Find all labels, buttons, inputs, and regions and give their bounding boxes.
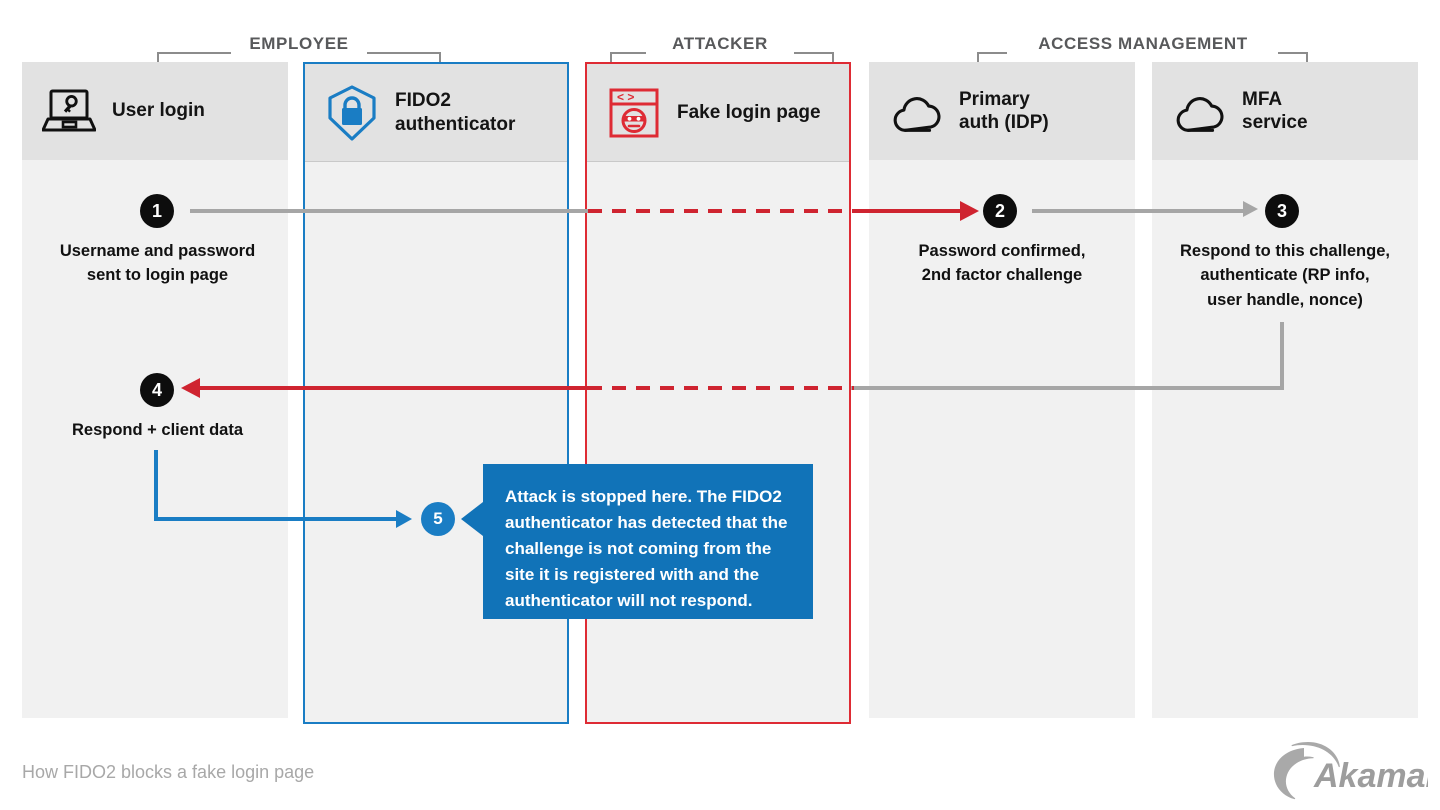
- column-header-fido2: FIDO2 authenticator: [305, 64, 567, 162]
- column-primary-auth: Primary auth (IDP): [869, 62, 1135, 718]
- browser-mask-icon: < >: [605, 84, 663, 142]
- flow-line-2-gray: [1032, 209, 1247, 213]
- callout-attack-stopped: Attack is stopped here. The FIDO2 authen…: [483, 464, 813, 619]
- bracket-line-access-right: [1278, 52, 1308, 54]
- column-fake-login-page: < > Fake login page: [585, 62, 851, 724]
- step-badge-5: 5: [421, 502, 455, 536]
- group-label-employee: EMPLOYEE: [249, 34, 349, 53]
- flow-line-5-horizontal-blue: [154, 517, 397, 521]
- flow-line-1-red: [853, 209, 965, 213]
- column-header-user-login: User login: [22, 62, 288, 160]
- bracket-tick-employee-left: [157, 52, 159, 65]
- column-title-primary-auth: Primary auth (IDP): [959, 88, 1049, 133]
- bracket-line-employee-left: [157, 52, 231, 54]
- column-title-mfa-service: MFA service: [1242, 88, 1308, 133]
- bracket-tick-attacker-right: [832, 52, 834, 65]
- bracket-line-access-left: [977, 52, 1007, 54]
- group-label-access-management: ACCESS MANAGEMENT: [1038, 34, 1248, 53]
- flow-line-4-red: [200, 386, 590, 390]
- column-title-fake-login: Fake login page: [677, 101, 821, 123]
- step-caption-3: Respond to this challenge, authenticate …: [1180, 242, 1390, 309]
- step-caption-2: Password confirmed, 2nd factor challenge: [918, 242, 1086, 285]
- flow-line-4-dashed-red: [588, 386, 854, 390]
- flow-line-1-gray: [190, 209, 588, 213]
- flow-line-1-dashed-red: [588, 209, 854, 213]
- svg-text:Akamai: Akamai: [1313, 757, 1428, 795]
- shield-lock-icon: [323, 84, 381, 142]
- akamai-logo: Akamai: [1268, 740, 1437, 807]
- bracket-tick-employee-right: [439, 52, 441, 65]
- bracket-tick-access-right: [1306, 52, 1308, 65]
- step-caption-4: Respond + client data: [72, 421, 243, 439]
- bracket-tick-attacker-left: [610, 52, 612, 65]
- step-badge-1: 1: [140, 194, 174, 228]
- flow-arrowhead-5-blue: [396, 510, 412, 528]
- flow-line-5-vertical-blue: [154, 450, 158, 521]
- step-badge-3: 3: [1265, 194, 1299, 228]
- column-fido2-authenticator: FIDO2 authenticator: [303, 62, 569, 724]
- column-title-user-login: User login: [112, 100, 205, 122]
- flow-arrowhead-2-gray: [1243, 201, 1258, 217]
- flow-line-3-vertical-gray: [1280, 322, 1284, 390]
- column-header-fake-login: < > Fake login page: [587, 64, 849, 162]
- flow-arrowhead-4-red: [181, 378, 200, 398]
- cloud-icon: [887, 82, 945, 140]
- step-caption-1: Username and password sent to login page: [59, 242, 256, 285]
- column-mfa-service: MFA service: [1152, 62, 1418, 718]
- callout-notch-icon: [461, 502, 483, 536]
- group-label-attacker: ATTACKER: [672, 34, 768, 53]
- bracket-tick-access-left: [977, 52, 979, 65]
- column-header-primary-auth: Primary auth (IDP): [869, 62, 1135, 160]
- bracket-line-attacker-left: [610, 52, 646, 54]
- svg-text:< >: < >: [617, 90, 634, 104]
- bracket-line-attacker-right: [794, 52, 834, 54]
- step-badge-2: 2: [983, 194, 1017, 228]
- footer-caption: How FIDO2 blocks a fake login page: [22, 762, 315, 782]
- flow-line-3-horizontal-gray: [851, 386, 1284, 390]
- bracket-line-employee-right: [367, 52, 441, 54]
- cloud-icon: [1170, 82, 1228, 140]
- step-badge-4: 4: [140, 373, 174, 407]
- column-header-mfa-service: MFA service: [1152, 62, 1418, 160]
- laptop-key-icon: [40, 82, 98, 140]
- column-title-fido2: FIDO2 authenticator: [395, 90, 516, 135]
- flow-arrowhead-1-red: [960, 201, 979, 221]
